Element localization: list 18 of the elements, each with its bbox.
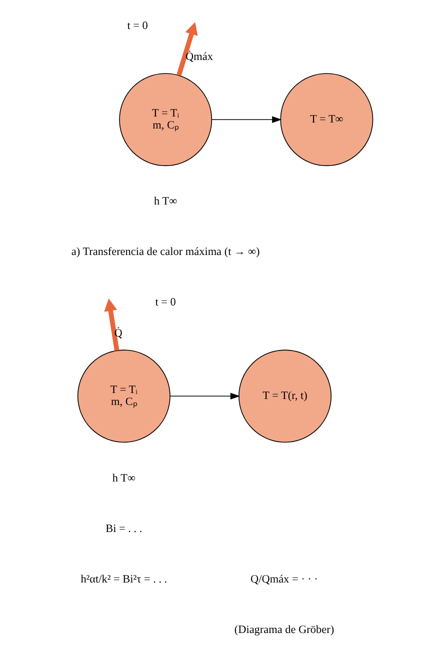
node-circle: T = T∞ [280, 73, 373, 166]
node-label: t = 0 [154, 296, 176, 309]
node-label: t = 0 [126, 20, 148, 32]
node-circle: T = Tᵢ m, Cₚ [76, 350, 170, 443]
node-label: h T∞ [112, 472, 135, 484]
label: Q/Qmáx = · · · [250, 573, 318, 586]
label: h²αt/k² = Bi²τ = . . . [80, 573, 167, 586]
edge-label: Q̇máx [185, 51, 212, 64]
arrow [104, 298, 119, 351]
node-circle: T = T(r, t) [238, 350, 332, 443]
node-label: h T∞ [154, 196, 177, 208]
arrow [176, 22, 198, 76]
label: a) Transferencia de calor máxima (t → ∞) [70, 246, 260, 258]
label: (Diagrama de Gröber) [234, 624, 334, 636]
node-circle: T = Tᵢ m, Cₚ [118, 73, 212, 166]
arrow [210, 116, 282, 123]
arrow [169, 392, 240, 400]
label: Bi = . . . [105, 522, 142, 535]
